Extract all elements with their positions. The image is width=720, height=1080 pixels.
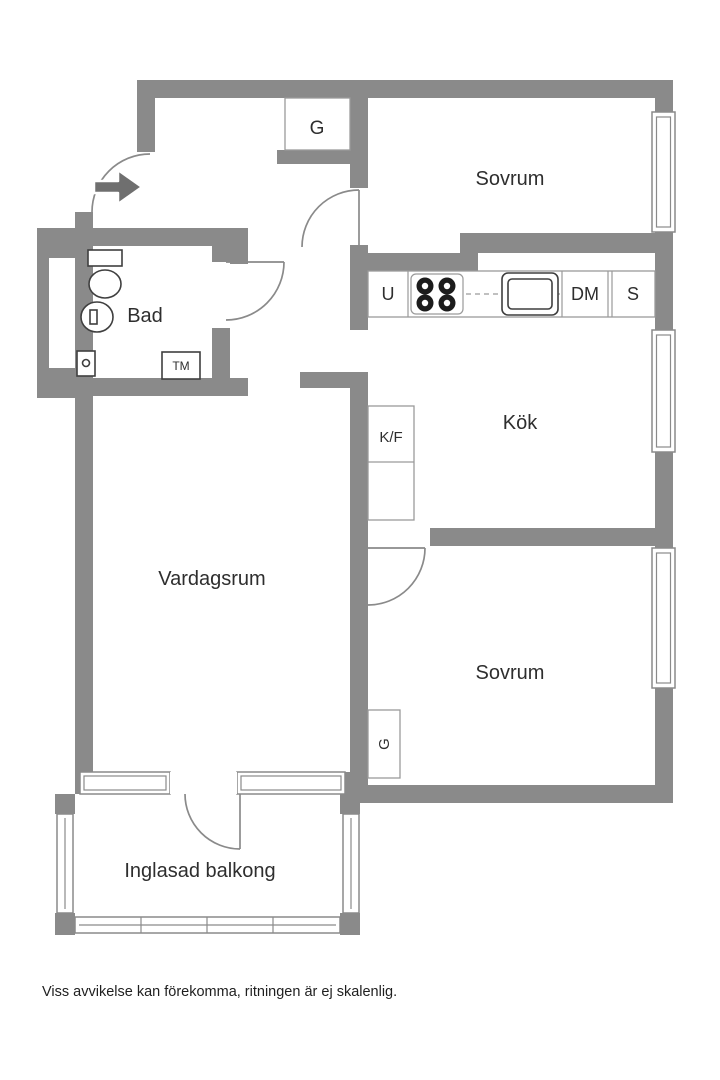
fridge-freezer-label: K/F (379, 429, 402, 446)
disclaimer-text: Viss avvikelse kan förekomma, ritningen … (42, 984, 397, 1000)
wall-segment (430, 528, 673, 546)
wardrobe-bottom-label: G (376, 738, 393, 750)
walls (37, 80, 673, 935)
wall-segment (75, 212, 93, 772)
kitchen-label: Kök (503, 412, 538, 434)
utility-label: U (382, 284, 395, 304)
window-living-room-right (236, 771, 346, 795)
balcony-post (340, 794, 360, 814)
wall-segment (350, 98, 368, 188)
washing-machine-label: TM (172, 359, 189, 373)
balcony-label: Inglasad balkong (124, 860, 275, 882)
wardrobe-bottom-box (367, 709, 401, 779)
washing-machine-box (161, 351, 201, 380)
window-kitchen (651, 329, 676, 453)
kitchen-sink-icon (501, 272, 559, 316)
wall-segment (230, 246, 248, 264)
wall-segment (212, 246, 230, 262)
bathroom-fixtures (76, 249, 201, 380)
wardrobe-top-box (284, 97, 351, 151)
balcony-door-swing (170, 772, 241, 850)
wall-segment (345, 772, 360, 794)
wall-segment (300, 372, 368, 388)
wardrobe-top-label: G (310, 118, 325, 139)
wall-segment (350, 785, 673, 803)
bedroom-top-label: Sovrum (476, 168, 545, 190)
pantry-label: S (627, 284, 639, 304)
balcony-post (340, 913, 360, 935)
wall-segment (212, 328, 230, 378)
stove-icon (410, 273, 464, 315)
wall-segment (137, 98, 155, 152)
wall-segment (137, 80, 673, 98)
balcony-post (55, 913, 75, 935)
entrance-door-swing (91, 153, 151, 213)
bathroom-label: Bad (127, 305, 163, 327)
wall-segment (350, 253, 478, 271)
windows (56, 111, 676, 934)
wall-segment (350, 372, 368, 803)
small-basin-icon (76, 350, 96, 377)
bathroom-door-swing (225, 261, 285, 321)
window-bedroom-bottom (651, 547, 676, 689)
window-living-room-left (79, 771, 171, 795)
balcony-glazing-right (342, 813, 360, 914)
window-bedroom-top (651, 111, 676, 233)
wall-segment (37, 228, 49, 398)
wall-segment (75, 228, 248, 246)
wall-segment (277, 150, 350, 164)
wall-segment (75, 378, 248, 396)
entrance-arrow-icon (92, 168, 144, 206)
fridge-freezer-box (367, 405, 415, 521)
closets (284, 97, 415, 779)
bedroom-bottom-door-swing (367, 547, 426, 606)
toilet-icon (87, 249, 123, 299)
balcony-glazing-left (56, 813, 74, 914)
doors (91, 153, 426, 850)
kitchen-counter (367, 270, 656, 318)
dishwasher-label: DM (571, 284, 599, 304)
balcony-post (55, 794, 75, 814)
bathroom-sink-icon (80, 301, 114, 333)
living-room-label: Vardagsrum (158, 568, 265, 590)
labels: Sovrum Bad Kök Vardagsrum Sovrum Inglasa… (42, 118, 639, 1000)
wall-segment (75, 772, 80, 794)
wall-segment (460, 233, 673, 253)
bedroom-bottom-label: Sovrum (476, 662, 545, 684)
balcony-glazing-bottom (74, 916, 341, 934)
bedroom-top-door-swing (301, 189, 360, 248)
